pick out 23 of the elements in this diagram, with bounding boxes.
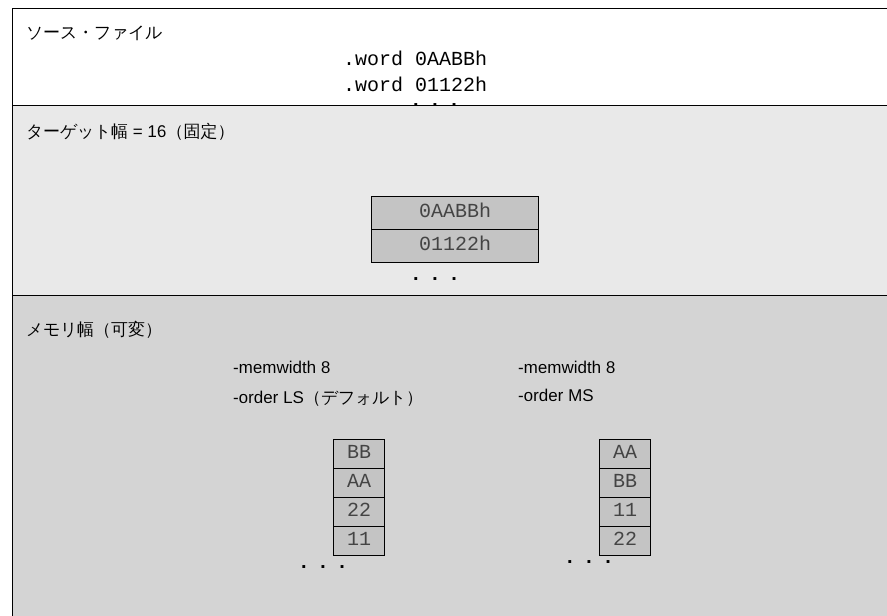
memory-cell: 01122h (371, 229, 539, 263)
memory-cell: 22 (599, 526, 651, 556)
code-line: .word 01122h (343, 75, 488, 98)
option-text: -order MS (518, 386, 594, 406)
memory-cell: 11 (599, 497, 651, 527)
memory-cell: 0AABBh (371, 196, 539, 230)
panel-title: ソース・ファイル (26, 22, 162, 44)
panel (12, 295, 887, 616)
option-text: -memwidth 8 (233, 358, 330, 378)
panel-title: ターゲット幅 = 16（固定） (26, 121, 234, 143)
ellipsis: . . . (413, 263, 461, 286)
panel (12, 105, 887, 296)
option-text: -order LS（デフォルト） (233, 387, 423, 409)
option-text: -memwidth 8 (518, 358, 616, 378)
memory-cell: BB (333, 439, 385, 469)
code-line: .word 0AABBh (343, 49, 488, 72)
memory-cell: BB (599, 468, 651, 498)
panel-title: メモリ幅（可変） (26, 319, 162, 341)
panel (12, 8, 887, 106)
memory-cell: 11 (333, 526, 385, 556)
memory-cell: AA (333, 468, 385, 498)
memory-cell: 22 (333, 497, 385, 527)
memory-cell: AA (599, 439, 651, 469)
